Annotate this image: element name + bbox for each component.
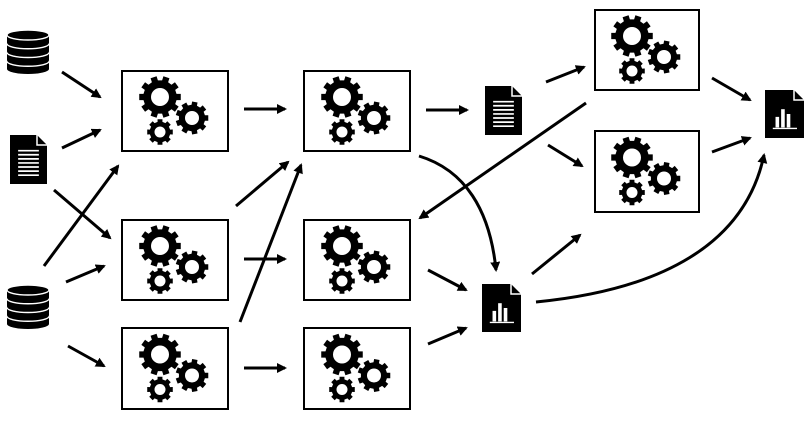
arrow-p3-to-p2 [235, 160, 290, 208]
gears-icon [139, 225, 209, 294]
process-box-p4 [121, 327, 229, 410]
arrow-chart1-to-p8 [531, 233, 582, 276]
chart-document-icon [482, 284, 521, 332]
arrow-chart1-to-chart2 [535, 153, 768, 304]
arrow-p2-to-chart1 [418, 154, 501, 272]
arrow-db2-to-p1 [42, 164, 120, 267]
process-box-p7 [594, 9, 700, 91]
gears-icon [611, 15, 681, 84]
arrow-p4-to-p2 [238, 163, 303, 323]
process-box-p6 [303, 327, 411, 410]
process-box-p1 [121, 70, 229, 152]
gears-icon [611, 136, 681, 206]
arrow-doc1-to-p1 [61, 128, 102, 150]
arrow-p8-to-chart2 [711, 136, 752, 154]
process-box-p5 [303, 219, 411, 301]
arrow-db2-to-p4 [67, 344, 106, 368]
arrow-db2-to-p3 [65, 264, 106, 284]
arrow-doc2-to-p7 [545, 65, 586, 84]
arrow-db1-to-p1 [61, 70, 102, 99]
process-box-p2 [303, 70, 411, 152]
document-icon [485, 86, 522, 135]
gears-icon [321, 225, 391, 294]
database-icon [6, 284, 50, 329]
arrow-p6-to-chart1 [427, 326, 468, 346]
gears-icon [321, 333, 391, 403]
process-box-p8 [594, 130, 700, 213]
database-icon [6, 29, 50, 74]
chart-document-icon [765, 90, 804, 138]
document-icon [10, 135, 47, 184]
edges-layer [42, 65, 768, 373]
gears-icon [139, 333, 209, 403]
arrow-p7-to-p5 [418, 101, 587, 220]
arrow-doc2-to-p8 [547, 143, 584, 168]
gears-icon [139, 76, 209, 145]
arrow-p7-to-chart2 [711, 76, 752, 102]
gears-icon [321, 76, 391, 145]
arrow-p5-to-chart1 [427, 268, 468, 292]
process-box-p3 [121, 219, 229, 301]
nodes-layer [6, 9, 804, 410]
